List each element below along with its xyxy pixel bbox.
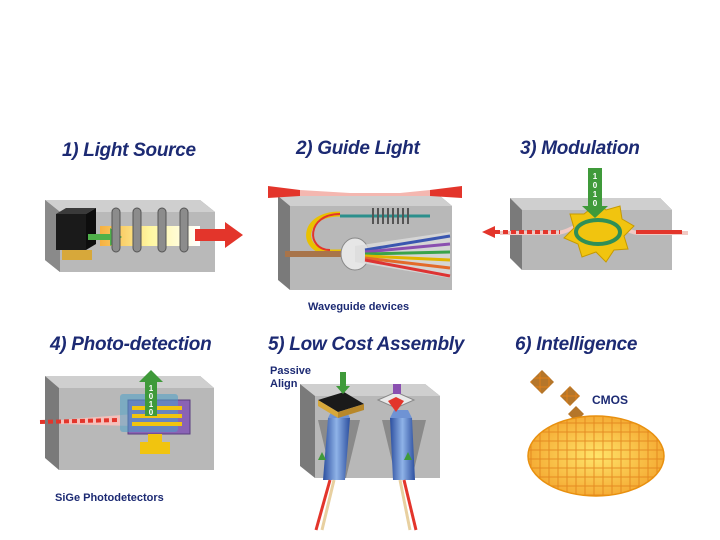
cmos-label: CMOS (592, 393, 628, 407)
panel-1-light-source (45, 200, 243, 272)
panel-4-photo-detection: 1 0 1 0 (40, 370, 214, 470)
panel-2-guide-light (268, 186, 462, 290)
bit-4: 0 (149, 408, 154, 417)
bit-2: 0 (593, 181, 598, 190)
cmos-die-medium (560, 386, 580, 406)
panel-3-modulation: 1 0 1 0 (482, 168, 688, 270)
panel-2-caption: Waveguide devices (308, 301, 409, 313)
cmos-wafer (528, 416, 664, 496)
cmos-die-large (530, 370, 554, 394)
panel-6-intelligence (528, 370, 664, 496)
passive-align-label-line1: Passive (270, 365, 311, 377)
bit-1: 1 (593, 172, 598, 181)
bit-3: 1 (593, 190, 598, 199)
passive-align-label-line2: Align (270, 378, 298, 390)
panel-4-caption: SiGe Photodetectors (55, 492, 164, 504)
fiber-right (390, 410, 416, 530)
panel-5-low-cost-assembly (300, 372, 440, 530)
bit-4: 0 (593, 199, 598, 208)
